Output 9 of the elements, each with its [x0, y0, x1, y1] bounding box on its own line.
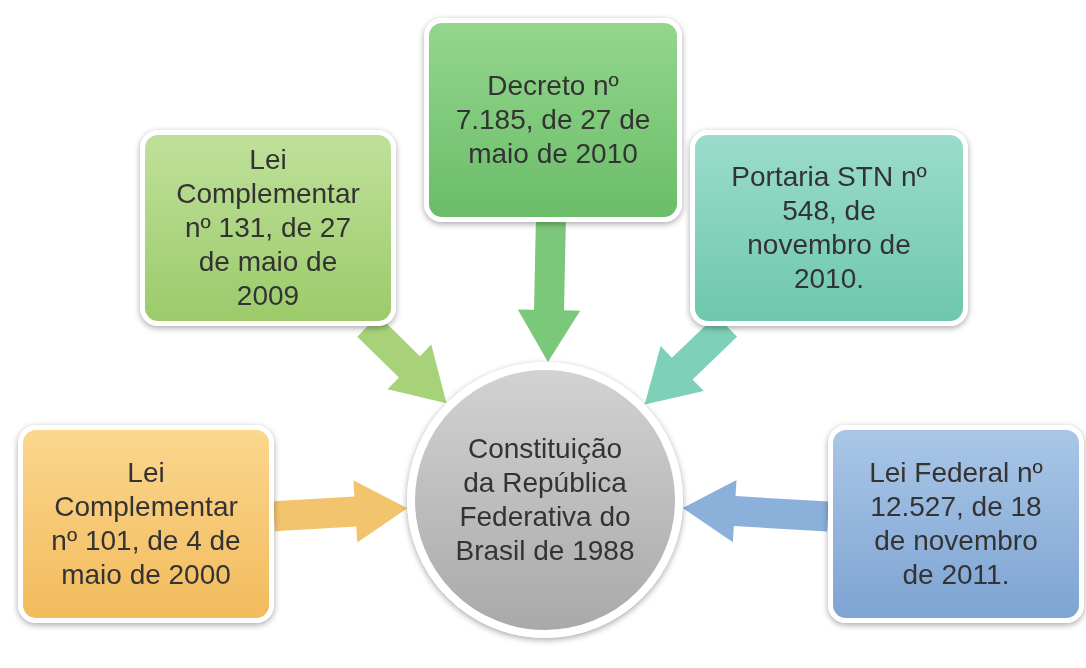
node-text: Constituição da República Federativa do Brasil de 1988	[454, 431, 636, 569]
block-arrow	[517, 221, 581, 363]
node-text: Lei Federal nº 12.527, de 18 de novembro de 2011.	[868, 455, 1044, 593]
node-text: Decreto nº 7.185, de 27 de maio de 2010	[455, 68, 651, 172]
block-arrow	[682, 479, 829, 543]
node-text: Lei Complementar nº 101, de 4 de maio de 2000	[50, 455, 242, 593]
node-text: Portaria STN nº 548, de novembro de 2010.	[730, 159, 928, 297]
node-text: Lei Complementar nº 131, de 27 de maio de 2009	[175, 142, 361, 314]
block-arrow	[273, 480, 408, 543]
